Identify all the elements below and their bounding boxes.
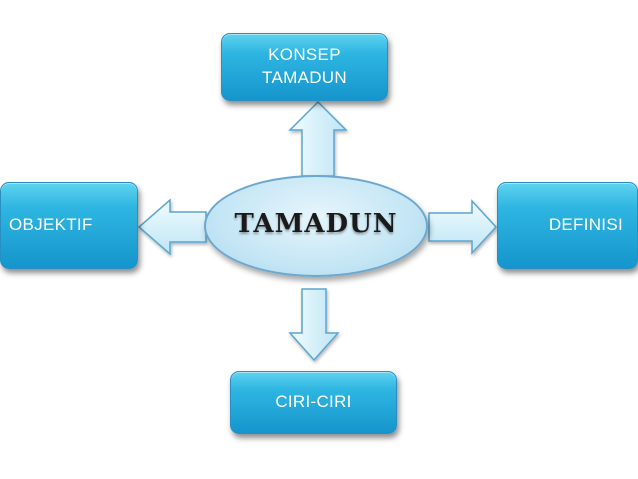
node-konsep-tamadun: KONSEP TAMADUN <box>221 33 388 101</box>
arrow-right <box>428 199 498 255</box>
center-title: TAMADUN <box>234 209 398 239</box>
node-ciri-ciri: CIRI-CIRI <box>230 371 397 434</box>
node-konsep-line-2: TAMADUN <box>262 68 347 87</box>
node-ciri-label: CIRI-CIRI <box>275 392 352 412</box>
node-objektif: OBJEKTIF <box>0 182 138 269</box>
arrow-up <box>288 100 348 177</box>
arrow-down <box>288 288 340 362</box>
node-definisi: DEFINISI <box>497 182 638 269</box>
node-konsep-line-1: KONSEP <box>268 45 341 65</box>
arrow-left <box>137 198 207 256</box>
node-definisi-label: DEFINISI <box>548 215 623 235</box>
node-objektif-label: OBJEKTIF <box>9 215 93 235</box>
center-ellipse: TAMADUN <box>204 175 428 277</box>
